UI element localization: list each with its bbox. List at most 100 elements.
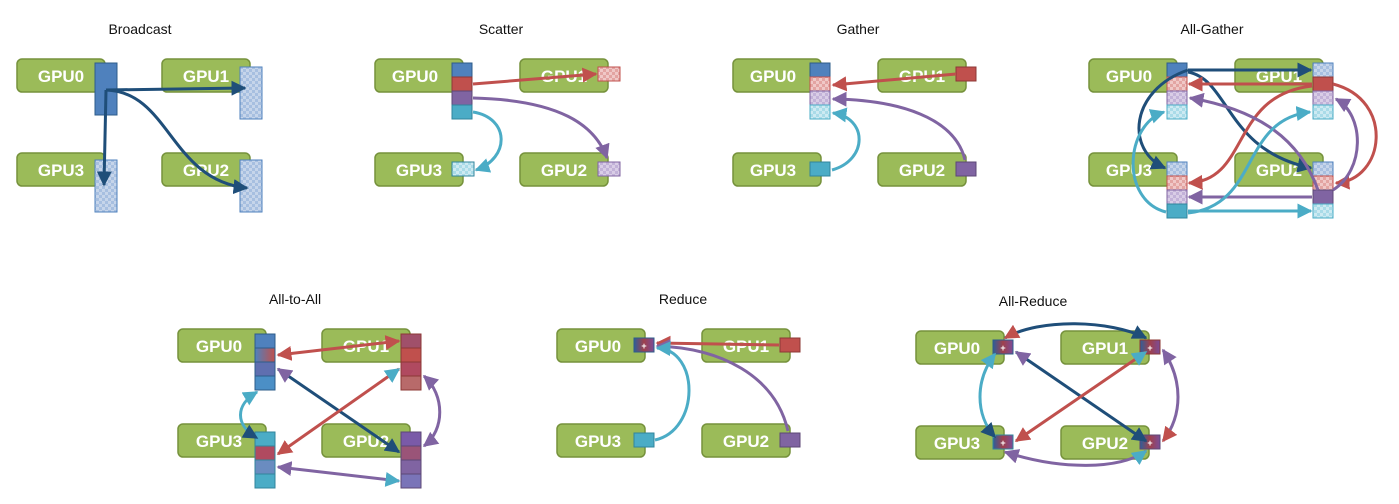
- arrow-broadcast: [105, 80, 247, 96]
- svg-text:GPU2: GPU2: [899, 161, 945, 180]
- arrow-reduce: [654, 341, 691, 442]
- buffer-received: [597, 161, 621, 177]
- panel-alltoall: All-to-All GPU0 GPU1 GPU3 GPU2: [177, 291, 442, 489]
- arrow-allgather: [1332, 97, 1359, 192]
- gpu-box: GPU0: [556, 328, 646, 363]
- svg-text:GPU2: GPU2: [1082, 434, 1128, 453]
- buffer-stack: [809, 62, 831, 120]
- arrow-allreduce: [1003, 449, 1148, 467]
- svg-text:GPU3: GPU3: [38, 161, 84, 180]
- panel-title: Gather: [837, 21, 880, 37]
- svg-text:GPU0: GPU0: [38, 67, 84, 86]
- svg-text:GPU0: GPU0: [196, 337, 242, 356]
- buffer-received: [597, 66, 621, 82]
- svg-text:GPU2: GPU2: [541, 161, 587, 180]
- panel-title: Broadcast: [108, 21, 171, 37]
- svg-text:+: +: [1147, 438, 1152, 448]
- arrow-alltoall: [239, 390, 259, 440]
- svg-text:GPU1: GPU1: [183, 67, 229, 86]
- svg-text:GPU3: GPU3: [196, 432, 242, 451]
- gpu-box: GPU3: [374, 152, 464, 187]
- arrow-gather: [831, 91, 967, 161]
- gpu-box: GPU0: [374, 58, 464, 93]
- arrow-allgather: [1187, 106, 1312, 215]
- arrow-alltoall: [276, 461, 401, 487]
- reduced-buffer: +: [633, 337, 655, 353]
- svg-text:GPU2: GPU2: [183, 161, 229, 180]
- buffer-stack: [451, 62, 473, 120]
- arrow-allreduce: [1003, 322, 1148, 340]
- arrow-alltoall: [276, 367, 401, 456]
- buffer-stack: [1312, 161, 1334, 219]
- svg-text:GPU3: GPU3: [750, 161, 796, 180]
- arrow-reduce: [655, 335, 780, 351]
- buffer-stack: [254, 333, 276, 391]
- buffer-received: [239, 159, 263, 213]
- gpu-box: GPU3: [16, 152, 106, 187]
- gpu-box: GPU0: [1088, 58, 1178, 93]
- arrow-scatter: [472, 96, 610, 160]
- gpu-box: GPU1: [877, 58, 967, 93]
- buffer-stack: [1166, 161, 1188, 219]
- gpu-box: GPU0: [732, 58, 822, 93]
- reduced-buffer: +: [992, 339, 1014, 355]
- buffer-source: [809, 161, 831, 177]
- panel-title: All-Gather: [1180, 21, 1243, 37]
- arrow-allreduce: [1161, 348, 1180, 443]
- buffer-source: [779, 432, 801, 448]
- arrow-allreduce: [1014, 350, 1148, 443]
- svg-text:GPU3: GPU3: [575, 432, 621, 451]
- panel-title: Reduce: [659, 291, 707, 307]
- buffer-source: [955, 66, 977, 82]
- buffer-source: [955, 161, 977, 177]
- svg-text:GPU0: GPU0: [934, 339, 980, 358]
- buffer-stack: [1312, 62, 1334, 120]
- arrow-allgather: [1131, 109, 1167, 214]
- gpu-box: GPU3: [732, 152, 822, 187]
- svg-text:GPU1: GPU1: [723, 337, 769, 356]
- panel-title: All-Reduce: [999, 293, 1068, 309]
- gpu-box: GPU2: [161, 152, 251, 187]
- svg-text:GPU3: GPU3: [1106, 161, 1152, 180]
- gpu-box: GPU0: [177, 328, 267, 363]
- buffer-stack: [400, 333, 422, 391]
- svg-text:GPU3: GPU3: [396, 161, 442, 180]
- buffer-source: [633, 432, 655, 448]
- gpu-box: GPU3: [177, 423, 267, 458]
- reduced-buffer: +: [1139, 339, 1161, 355]
- arrow-allgather: [1187, 84, 1313, 190]
- buffer-received: [239, 66, 263, 120]
- buffer-received: [94, 159, 118, 213]
- svg-text:+: +: [1000, 343, 1005, 353]
- arrow-alltoall: [276, 335, 401, 361]
- arrow-scatter: [472, 110, 503, 173]
- gpu-box: GPU2: [877, 152, 967, 187]
- buffer-stack: [254, 431, 276, 489]
- panel-allreduce: All-Reduce GPU0 GPU1 GPU3 GPU2 + + + +: [915, 293, 1180, 467]
- svg-text:+: +: [641, 341, 646, 351]
- svg-text:GPU0: GPU0: [575, 337, 621, 356]
- arrow-reduce: [655, 338, 790, 432]
- panel-gather: Gather GPU0 GPU1 GPU3 GPU2: [732, 21, 977, 187]
- gpu-box: GPU2: [519, 152, 609, 187]
- svg-text:GPU1: GPU1: [1256, 67, 1302, 86]
- svg-text:GPU3: GPU3: [934, 434, 980, 453]
- svg-text:GPU1: GPU1: [1082, 339, 1128, 358]
- buffer-source: [779, 337, 801, 353]
- gpu-box: GPU2: [1060, 425, 1150, 460]
- gpu-box: GPU0: [16, 58, 106, 93]
- buffer-stack: [400, 431, 422, 489]
- svg-text:GPU0: GPU0: [750, 67, 796, 86]
- reduced-buffer: +: [992, 434, 1014, 450]
- arrow-scatter: [472, 67, 598, 86]
- svg-text:GPU0: GPU0: [1106, 67, 1152, 86]
- svg-text:GPU2: GPU2: [1256, 161, 1302, 180]
- panel-reduce: Reduce GPU0 GPU1 GPU3 GPU2 +: [556, 291, 801, 458]
- arrow-gather: [831, 72, 957, 92]
- panel-allgather: All-Gather GPU0 GPU1 GPU3 GPU2: [1088, 21, 1378, 219]
- arrow-broadcast: [105, 88, 249, 195]
- reduced-buffer: +: [1139, 434, 1161, 450]
- svg-text:GPU0: GPU0: [392, 67, 438, 86]
- panel-title: All-to-All: [269, 291, 321, 307]
